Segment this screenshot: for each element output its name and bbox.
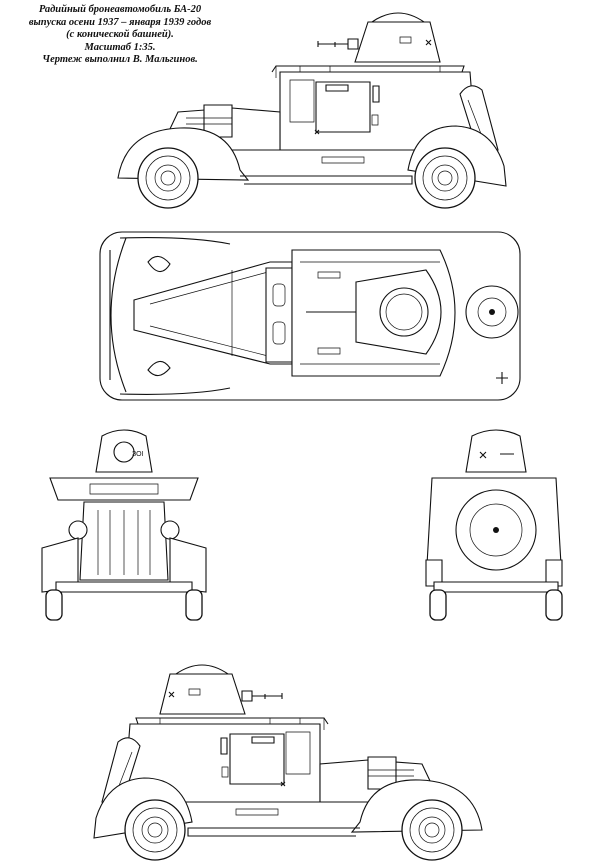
top-cupola bbox=[380, 288, 428, 336]
turret bbox=[355, 22, 440, 62]
side-door bbox=[316, 82, 370, 132]
front-wheel bbox=[138, 148, 198, 208]
caption-author: Чертеж выполнил В. Мальгинов. bbox=[42, 54, 198, 65]
caption-title: Радийный бронеавтомобиль БА-20 bbox=[38, 4, 202, 15]
rear-wheel bbox=[415, 148, 475, 208]
front-bumper bbox=[56, 582, 192, 592]
front-visors bbox=[50, 478, 198, 500]
turret-cupola bbox=[372, 13, 424, 22]
rear-tire-left bbox=[430, 590, 446, 620]
top-front-bumper bbox=[110, 238, 126, 392]
front-tire-left bbox=[46, 590, 62, 620]
front-tire-right bbox=[186, 590, 202, 620]
caption-turret: (с конической башней). bbox=[66, 29, 174, 40]
caption-scale: Масштаб 1:35. bbox=[84, 41, 156, 53]
running-board bbox=[240, 176, 412, 184]
rear-bumper bbox=[434, 582, 558, 592]
svg-text:ЗОI: ЗОI bbox=[132, 451, 144, 458]
rear-tire-right bbox=[546, 590, 562, 620]
rear-turret bbox=[466, 430, 526, 472]
drawing-caption: Радийный бронеавтомобиль БА-20 выпуска о… bbox=[4, 4, 236, 67]
caption-production: выпуска осени 1937 – января 1939 годов bbox=[28, 16, 212, 28]
antenna-rail bbox=[272, 66, 464, 72]
